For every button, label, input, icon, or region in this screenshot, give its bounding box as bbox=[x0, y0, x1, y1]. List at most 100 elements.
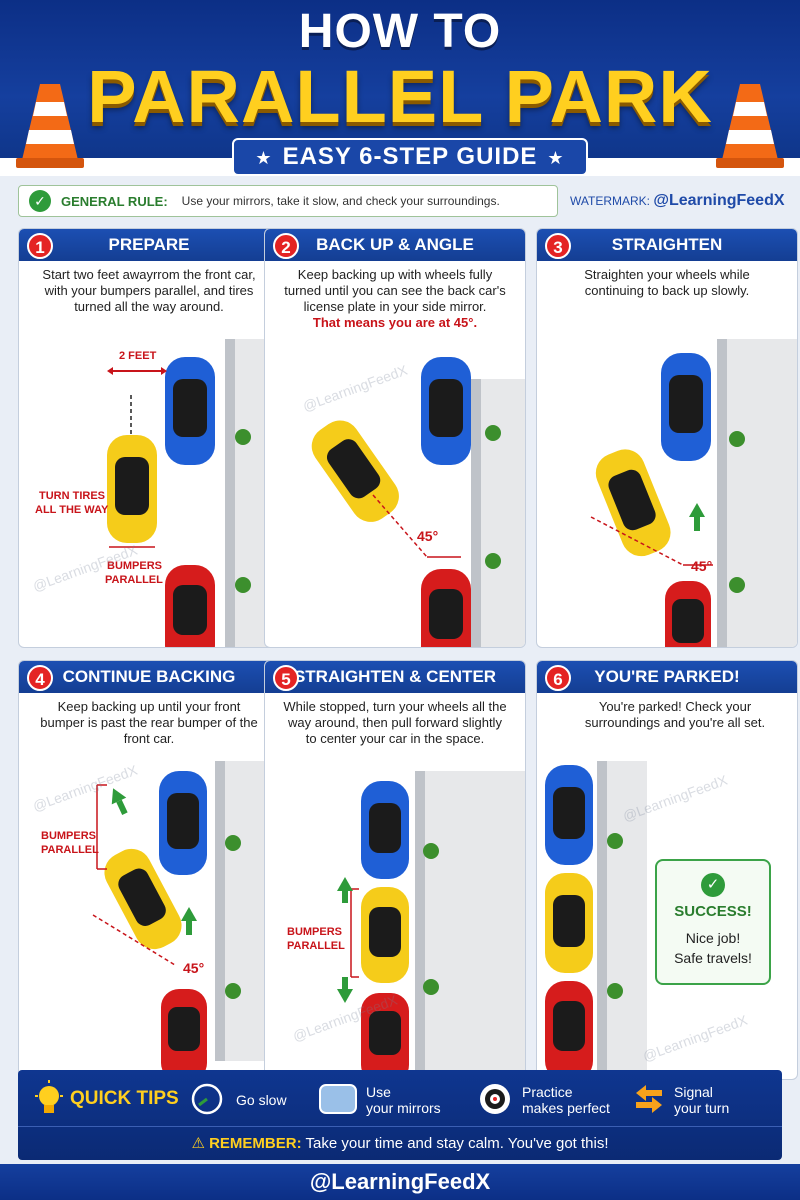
angle-guide bbox=[92, 914, 176, 966]
step-2-diagram: 45° bbox=[311, 357, 525, 647]
tip-4-line-1: Signal bbox=[674, 1084, 713, 1100]
step-card-5: BUMPERS PARALLEL STRAIGHTEN & CENTER 5 W… bbox=[264, 660, 526, 1080]
star-icon: ★ bbox=[547, 148, 565, 168]
general-rule-text: Use your mirrors, take it slow, and chec… bbox=[181, 194, 500, 208]
step-2-text: Keep backing up with wheels fully turned… bbox=[284, 267, 506, 314]
tip-2-line-1: Use bbox=[366, 1084, 391, 1100]
label-bumpers: BUMPERS bbox=[41, 830, 96, 842]
step-number-6: 6 bbox=[545, 665, 571, 691]
step-number-3: 3 bbox=[545, 233, 571, 259]
warning-icon: ⚠ bbox=[191, 1135, 205, 1152]
mirror-icon bbox=[319, 1084, 357, 1114]
footer-handle: @LearningFeedX bbox=[0, 1164, 800, 1200]
blue-car bbox=[545, 765, 593, 865]
arrow-down-icon bbox=[337, 977, 353, 1003]
watermark-label: WATERMARK: @LearningFeedX bbox=[570, 192, 785, 210]
success-line-2: Safe travels! bbox=[674, 950, 752, 966]
success-title: SUCCESS! bbox=[674, 903, 752, 920]
step-number-1: 1 bbox=[27, 233, 53, 259]
tip-3-line-1: Practice bbox=[522, 1084, 573, 1100]
label-turn-tires: TURN TIRES bbox=[39, 490, 105, 502]
success-box: ✓ SUCCESS! Nice job! Safe travels! bbox=[655, 859, 771, 985]
header-banner: HOW TO PARALLEL PARK bbox=[0, 0, 800, 176]
step-4-text: Keep backing up until your front bumper … bbox=[40, 699, 258, 746]
tip-go-slow: Go slow bbox=[236, 1092, 287, 1108]
step-card-3: 45° STRAIGHTEN 3 Straighten your wheels … bbox=[536, 228, 798, 648]
shrub-icon bbox=[729, 431, 745, 593]
traffic-cone-icon bbox=[16, 84, 84, 168]
label-45-degrees: 45° bbox=[691, 558, 712, 574]
step-1-title: PREPARE bbox=[19, 229, 279, 261]
target-icon bbox=[480, 1084, 510, 1114]
remember-bar: ⚠ REMEMBER: Take your time and stay calm… bbox=[18, 1126, 782, 1160]
step-number-2: 2 bbox=[273, 233, 299, 259]
tip-signal: Signal your turn bbox=[674, 1084, 729, 1116]
step-6-title: YOU'RE PARKED! bbox=[537, 661, 797, 693]
label-45-degrees: 45° bbox=[417, 528, 438, 544]
label-parallel: PARALLEL bbox=[105, 574, 163, 586]
yellow-car bbox=[545, 873, 593, 973]
yellow-car bbox=[311, 420, 399, 522]
angle-guide bbox=[590, 516, 684, 566]
yellow-car bbox=[104, 848, 182, 950]
step-6-diagram bbox=[545, 761, 647, 1079]
speedometer-icon bbox=[191, 1083, 223, 1115]
label-45-degrees: 45° bbox=[183, 960, 204, 976]
shrub-icon bbox=[225, 835, 241, 999]
label-bumpers: BUMPERS bbox=[107, 560, 162, 572]
step-4-title: CONTINUE BACKING bbox=[19, 661, 279, 693]
quick-tips-title: QUICK TIPS bbox=[70, 1088, 179, 1109]
label-bumpers: BUMPERS bbox=[287, 926, 342, 938]
label-2-feet: 2 FEET bbox=[119, 350, 157, 362]
step-3-title: STRAIGHTEN bbox=[537, 229, 797, 261]
tip-3-line-2: makes perfect bbox=[522, 1100, 610, 1116]
blue-car bbox=[165, 357, 215, 465]
tip-2-line-2: your mirrors bbox=[366, 1100, 441, 1116]
step-5-text: While stopped, turn your wheels all the … bbox=[283, 699, 507, 746]
shrub-icon bbox=[423, 843, 439, 995]
check-icon: ✓ bbox=[29, 190, 51, 212]
remember-label: REMEMBER: bbox=[209, 1135, 302, 1152]
blue-car bbox=[421, 357, 471, 465]
step-2-title: BACK UP & ANGLE bbox=[265, 229, 525, 261]
tip-4-line-2: your turn bbox=[674, 1100, 730, 1116]
yellow-car bbox=[595, 449, 671, 557]
red-car bbox=[165, 565, 215, 647]
step-3-text: Straighten your wheels while continuing … bbox=[584, 267, 750, 298]
step-5-title: STRAIGHTEN & CENTER bbox=[265, 661, 525, 693]
step-1-text: Start two feet awayrrom the front car, w… bbox=[42, 267, 256, 314]
label-parallel: PARALLEL bbox=[41, 844, 99, 856]
arrow-up-icon bbox=[181, 907, 197, 935]
title-line-1: HOW TO bbox=[298, 5, 502, 58]
subtitle-text: EASY 6-STEP GUIDE bbox=[282, 143, 538, 170]
general-rule-label: GENERAL RULE: bbox=[61, 193, 168, 209]
shrub-icon bbox=[607, 833, 623, 999]
subtitle-ribbon: ★EASY 6-STEP GUIDE★ bbox=[232, 138, 588, 176]
step-number-5: 5 bbox=[273, 665, 299, 691]
shrub-icon bbox=[485, 425, 501, 569]
blue-car bbox=[361, 781, 409, 879]
remember-text: Take your time and stay calm. You've got… bbox=[305, 1135, 609, 1152]
tip-mirrors: Use your mirrors bbox=[366, 1084, 441, 1116]
shrub-icon bbox=[235, 429, 251, 593]
arrow-up-icon bbox=[337, 877, 353, 903]
yellow-car bbox=[107, 435, 157, 543]
step-card-4: 45° BUMPERS PARALLEL CONTINUE BACKING 4 … bbox=[18, 660, 280, 1080]
tip-1-line-1: Go slow bbox=[236, 1092, 287, 1108]
step-2-highlight: That means you are at 45°. bbox=[312, 315, 478, 330]
red-car bbox=[545, 981, 593, 1079]
step-number-4: 4 bbox=[27, 665, 53, 691]
blue-car bbox=[661, 353, 711, 461]
check-icon: ✓ bbox=[701, 873, 725, 897]
step-5-diagram: BUMPERS PARALLEL bbox=[287, 771, 525, 1079]
red-car bbox=[161, 989, 207, 1079]
lightbulb-icon bbox=[35, 1080, 63, 1113]
watermark-handle: @LearningFeedX bbox=[653, 192, 785, 209]
success-line-1: Nice job! bbox=[685, 930, 741, 946]
turn-signal-icon bbox=[636, 1085, 662, 1113]
step-2-text-block: Keep backing up with wheels fully turned… bbox=[283, 267, 507, 331]
quick-tips-bar: QUICK TIPS Go slow Use your mirrors Prac… bbox=[18, 1070, 782, 1160]
title-line-2: PARALLEL PARK bbox=[87, 55, 713, 138]
red-car bbox=[421, 569, 471, 647]
red-car bbox=[665, 581, 711, 647]
